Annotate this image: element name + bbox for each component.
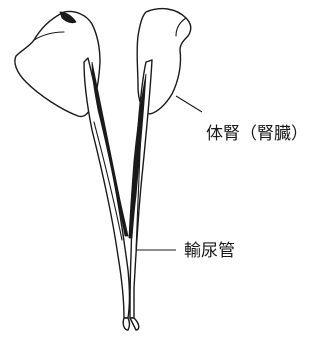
right-ureter: [129, 60, 152, 318]
ureter-label: 輸尿管: [184, 241, 235, 261]
kidney-leader-line: [176, 96, 202, 112]
kidney-label: 体腎（腎臓）: [206, 124, 308, 144]
ureter-tips: [123, 318, 139, 330]
left-ureter: [84, 58, 130, 318]
